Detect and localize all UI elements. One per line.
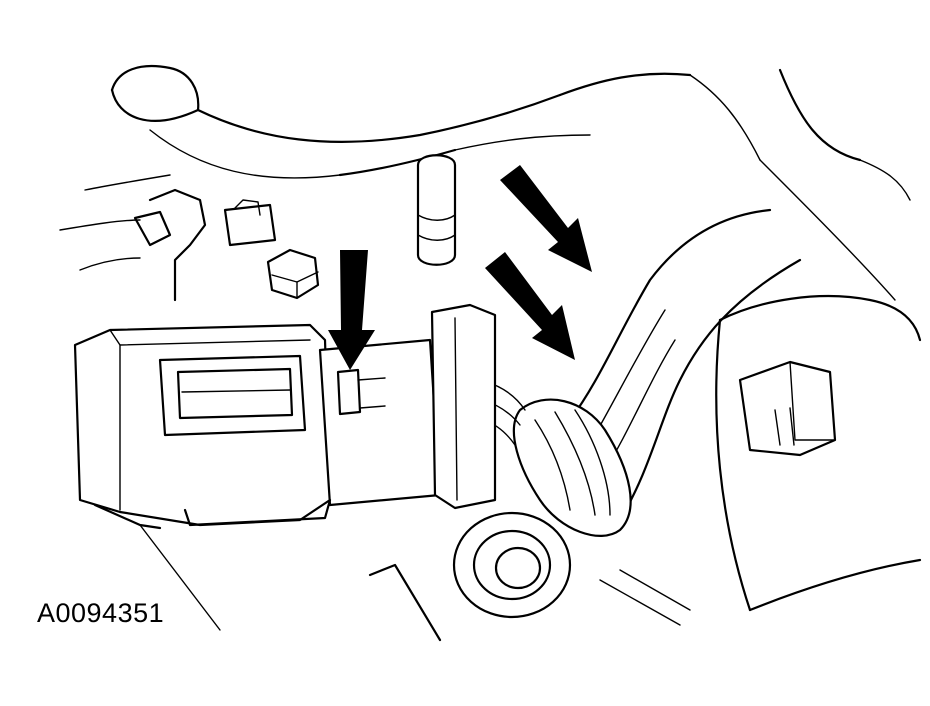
figure-id-label: A0094351 (37, 598, 165, 628)
mounting-bracket (133, 188, 320, 302)
arrow-harness-lower (485, 252, 575, 360)
arrow-locking-tab (328, 250, 375, 370)
stud (416, 154, 457, 266)
lower-fitting (368, 511, 691, 642)
right-housing (715, 295, 922, 612)
electrical-connector (73, 303, 497, 631)
arrow-harness-upper (500, 165, 592, 272)
callout-arrows (328, 165, 592, 370)
background-components (59, 64, 911, 301)
wire-harness (479, 208, 802, 537)
